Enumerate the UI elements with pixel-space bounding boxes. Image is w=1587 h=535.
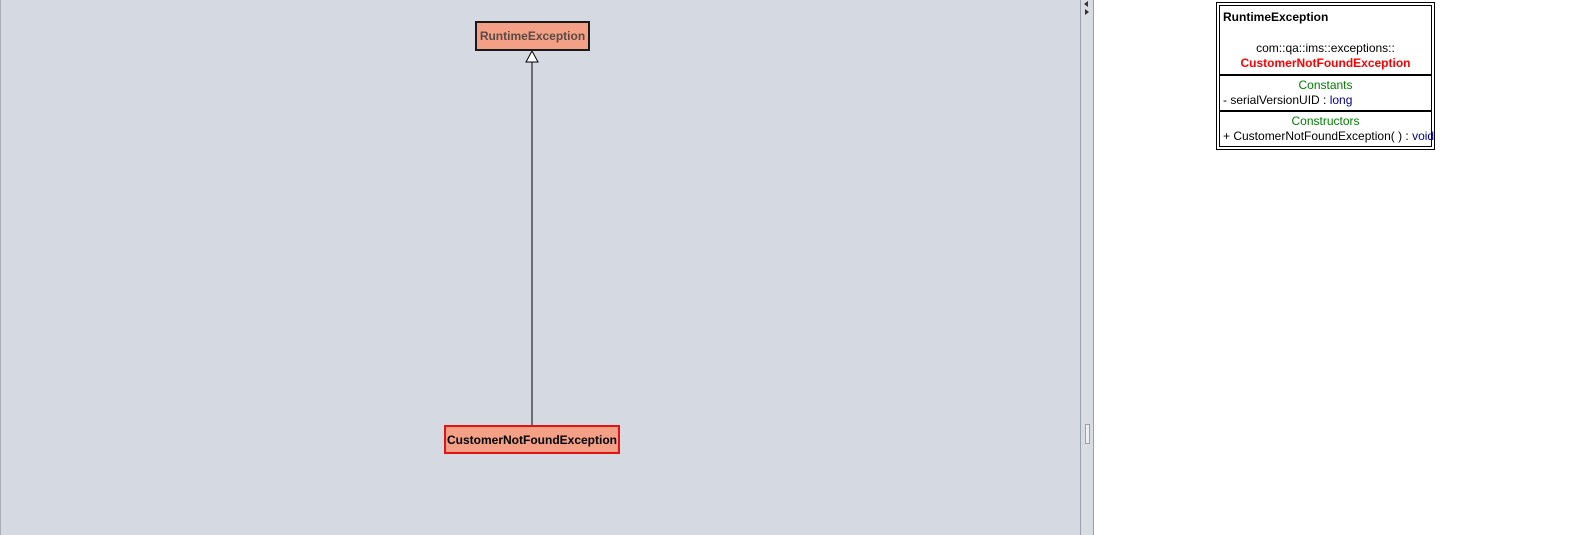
split-pane-divider[interactable] <box>1080 0 1094 535</box>
uml-class-name: CustomerNotFoundException <box>1240 56 1411 70</box>
collapse-left-arrow-icon[interactable] <box>1084 1 1088 7</box>
class-detail-panel: RuntimeException com::qa::ims::exception… <box>1094 0 1587 535</box>
uml-section-title: Constructors <box>1291 114 1360 128</box>
uml-member-type: long <box>1329 93 1353 107</box>
uml-superclass-name: RuntimeException <box>1223 10 1329 24</box>
divider-grip-handle[interactable] <box>1085 424 1090 444</box>
collapse-right-arrow-icon[interactable] <box>1085 9 1089 15</box>
inheritance-edges <box>525 49 539 425</box>
uml-member-type: void <box>1412 129 1435 143</box>
uml-section-title: Constants <box>1298 78 1353 92</box>
generalization-arrowhead <box>525 49 539 63</box>
class-node-customernotfoundexception[interactable]: CustomerNotFoundException <box>444 425 620 454</box>
uml-member-signature: - serialVersionUID : <box>1223 93 1330 107</box>
uml-class-inner: RuntimeException com::qa::ims::exception… <box>1219 5 1434 147</box>
uml-section-constructors: Constructors + CustomerNotFoundException… <box>1220 110 1434 146</box>
uml-member-signature: + CustomerNotFoundException( ) : <box>1223 129 1413 143</box>
uml-member-row: - serialVersionUID : long <box>1223 93 1428 108</box>
uml-class-header: RuntimeException com::qa::ims::exception… <box>1220 6 1431 76</box>
uml-class-box: RuntimeException com::qa::ims::exception… <box>1216 2 1435 150</box>
diagram-canvas[interactable]: RuntimeException CustomerNotFoundExcepti… <box>0 0 1080 535</box>
uml-section-constants: Constants - serialVersionUID : long <box>1220 76 1431 110</box>
uml-member-row: + CustomerNotFoundException( ) : void <box>1223 129 1434 144</box>
uml-package-path: com::qa::ims::exceptions:: <box>1256 41 1395 55</box>
class-node-runtimeexception[interactable]: RuntimeException <box>475 21 590 51</box>
